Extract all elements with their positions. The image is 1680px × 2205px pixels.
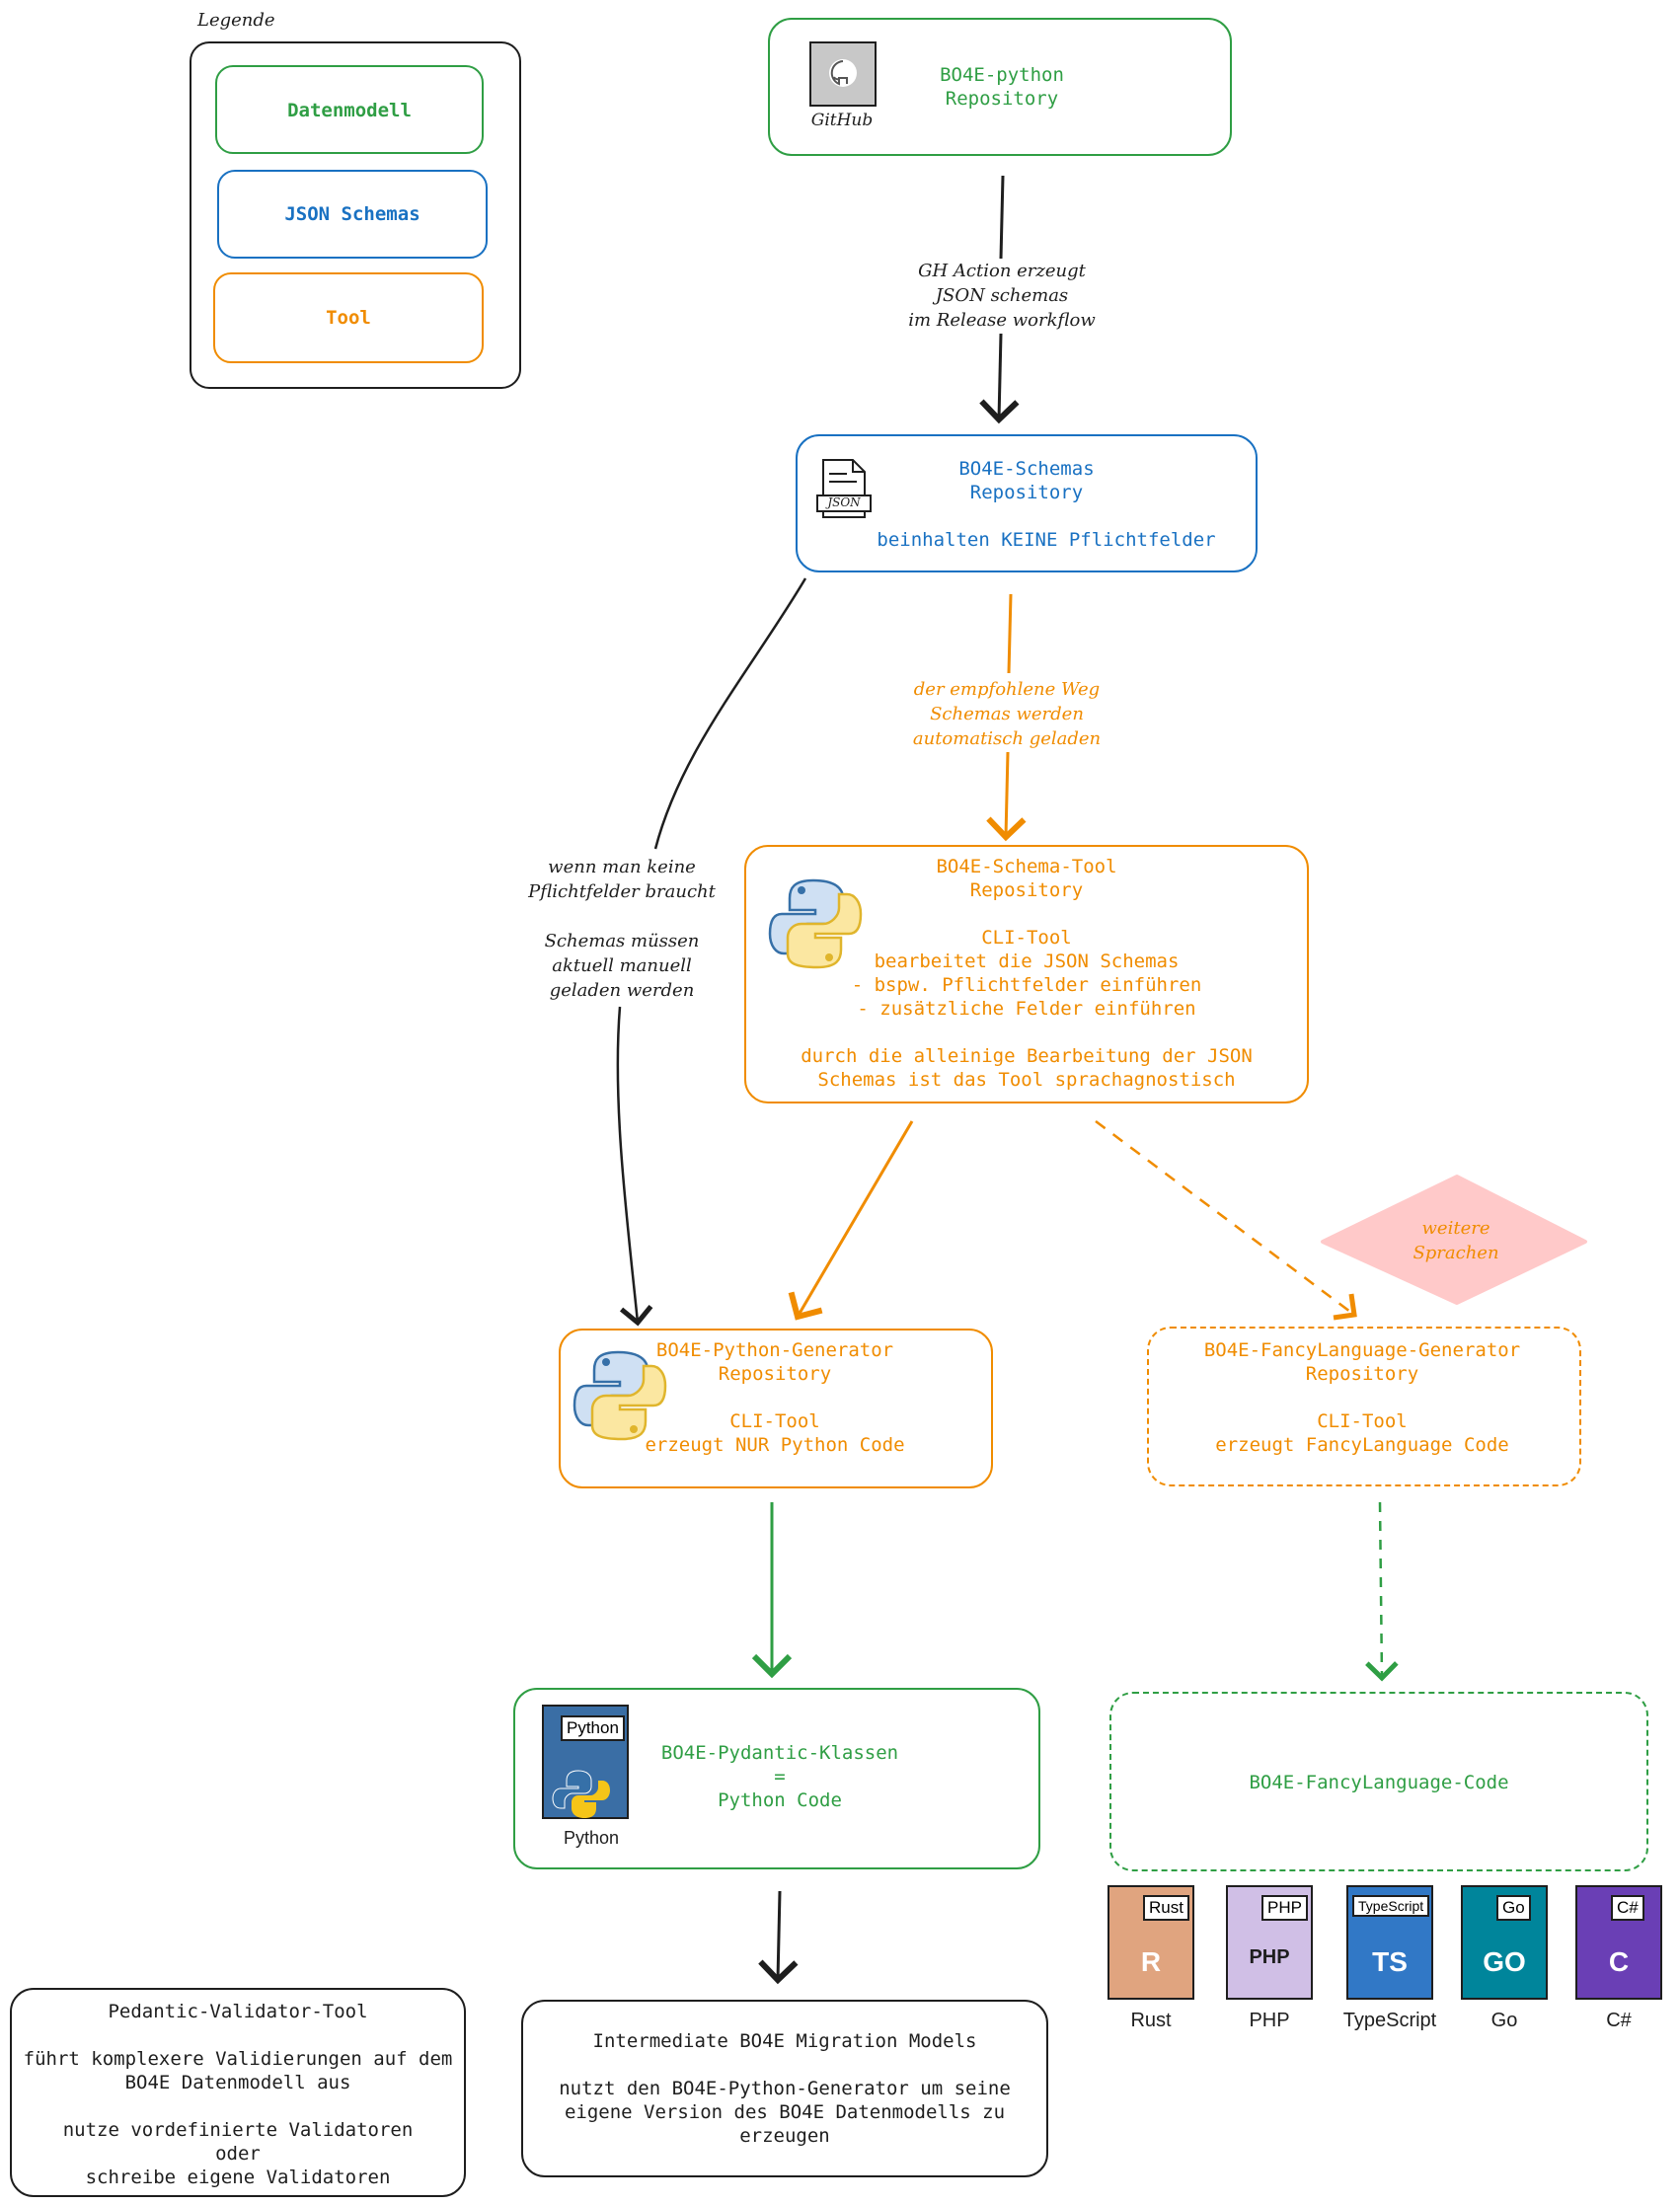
- typescript-glyph: TS: [1372, 1946, 1408, 1977]
- github-icon-label: GitHub: [810, 111, 874, 130]
- label-manual-path: wenn man keine Pflichtfelder braucht Sch…: [528, 857, 716, 1001]
- node-schemas-repository: [796, 434, 1258, 572]
- fancy-code-text: BO4E-FancyLanguage-Code: [1249, 1772, 1509, 1793]
- python-logo-icon: [573, 1348, 667, 1443]
- github-icon: [809, 41, 877, 107]
- csharp-file-tag: C#: [1611, 1895, 1644, 1921]
- arrow-tool-to-fancy-generator: [1095, 1119, 1357, 1321]
- go-file-tag: Go: [1496, 1895, 1531, 1921]
- json-file-icon: [815, 456, 877, 523]
- python-logo-icon: [768, 876, 863, 971]
- legend-title: Legende: [197, 10, 275, 31]
- arrow-schemas-to-generator-1: [653, 577, 807, 850]
- python-file-tag: Python: [561, 1715, 625, 1741]
- pydantic-text: BO4E-Pydantic-Klassen = Python Code: [660, 1742, 899, 1811]
- schemas-repository-title: BO4E-Schemas Repository: [958, 458, 1095, 503]
- schemas-repository-subtitle: beinhalten KEINE Pflichtfelder: [877, 529, 1216, 551]
- arrow-fancy-generator-to-code: [1365, 1501, 1399, 1682]
- node-fancy-language-generator: [1147, 1327, 1581, 1486]
- label-gh-action: GH Action erzeugt JSON schemas im Releas…: [908, 261, 1096, 331]
- label-recommended-path: der empfohlene Weg Schemas werden automa…: [912, 679, 1102, 749]
- arrow-python-to-schemas: [999, 175, 1005, 260]
- more-languages-label: weitere Sprachen: [1413, 1218, 1499, 1263]
- go-icon: [1461, 1885, 1548, 2000]
- legend-label-datenmodell: Datenmodell: [287, 100, 412, 121]
- rust-glyph: R: [1140, 1946, 1162, 1977]
- node-migration-models: [521, 2000, 1048, 2177]
- node-fancy-language-code: [1109, 1692, 1648, 1871]
- migration-text: Intermediate BO4E Migration Models nutzt…: [559, 2030, 1011, 2147]
- rust-file-tag: Rust: [1143, 1895, 1189, 1921]
- pedantic-text: Pedantic-Validator-Tool führt komplexere…: [23, 2001, 453, 2188]
- arrow-schemas-to-generator-2: [616, 1006, 653, 1327]
- typescript-label: TypeScript: [1342, 2010, 1437, 2031]
- python-file-label: Python: [563, 1828, 620, 1848]
- legend-item-json-schemas: [217, 170, 488, 259]
- arrow-python-to-schemas-2: [979, 333, 1020, 424]
- python-repository-title: BO4E-python Repository: [940, 64, 1064, 110]
- arrow-tool-to-python-generator: [788, 1120, 914, 1321]
- csharp-glyph: C: [1608, 1946, 1630, 1977]
- csharp-label: C#: [1606, 2010, 1632, 2031]
- fancy-generator-text: BO4E-FancyLanguage-Generator Repository …: [1203, 1339, 1521, 1456]
- php-label: PHP: [1249, 2010, 1290, 2031]
- legend-label-tool: Tool: [326, 307, 371, 329]
- legend-item-datenmodell: [215, 65, 484, 154]
- php-file-tag: PHP: [1261, 1895, 1308, 1921]
- typescript-file-tag: TypeScript: [1352, 1895, 1430, 1917]
- more-languages-diamond: [1321, 1175, 1587, 1305]
- json-file-icon-label: JSON: [827, 495, 861, 509]
- arrow-schemas-to-tool-2: [986, 751, 1027, 842]
- legend-label-json-schemas: JSON Schemas: [284, 203, 420, 225]
- go-label: Go: [1490, 2010, 1518, 2031]
- go-glyph: GO: [1483, 1946, 1526, 1977]
- legend-item-tool: [213, 272, 484, 363]
- python-generator-text: BO4E-Python-Generator Repository CLI-Too…: [645, 1339, 905, 1456]
- schema-tool-text: BO4E-Schema-Tool Repository CLI-Tool bea…: [801, 856, 1253, 1091]
- arrow-schemas-to-tool-1: [1007, 593, 1013, 674]
- node-pedantic-validator: [10, 1988, 466, 2197]
- arrow-pydantic-to-migration: [758, 1890, 799, 1985]
- php-glyph: PHP: [1249, 1946, 1290, 1968]
- rust-label: Rust: [1130, 2010, 1172, 2031]
